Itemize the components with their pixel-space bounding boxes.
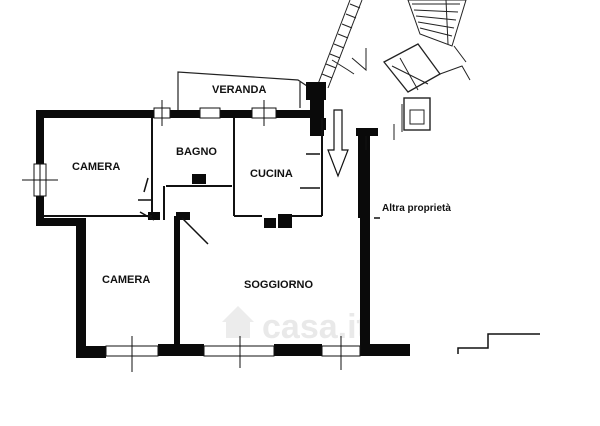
entrance-arrow-icon — [327, 109, 349, 178]
room-label-camera-2: CAMERA — [102, 274, 150, 286]
house-logo-icon — [222, 306, 254, 338]
watermark-text: casa.it — [262, 308, 368, 346]
room-label-cucina: CUCINA — [250, 168, 293, 180]
doors — [138, 153, 320, 245]
room-label-camera-1: CAMERA — [72, 161, 120, 173]
room-label-bagno: BAGNO — [176, 146, 217, 158]
watermark: casa.it — [222, 306, 368, 346]
room-label-soggiorno: SOGGIORNO — [244, 279, 314, 291]
walls — [36, 82, 410, 358]
veranda-outline — [177, 71, 311, 112]
staircase — [383, 0, 471, 140]
room-label-veranda: VERANDA — [212, 84, 266, 96]
external-ladder — [317, 0, 367, 89]
label-altra-proprieta: Altra proprietà — [382, 203, 451, 214]
partitions — [44, 118, 323, 220]
windows — [22, 100, 367, 372]
neighbour-outline — [374, 217, 540, 354]
